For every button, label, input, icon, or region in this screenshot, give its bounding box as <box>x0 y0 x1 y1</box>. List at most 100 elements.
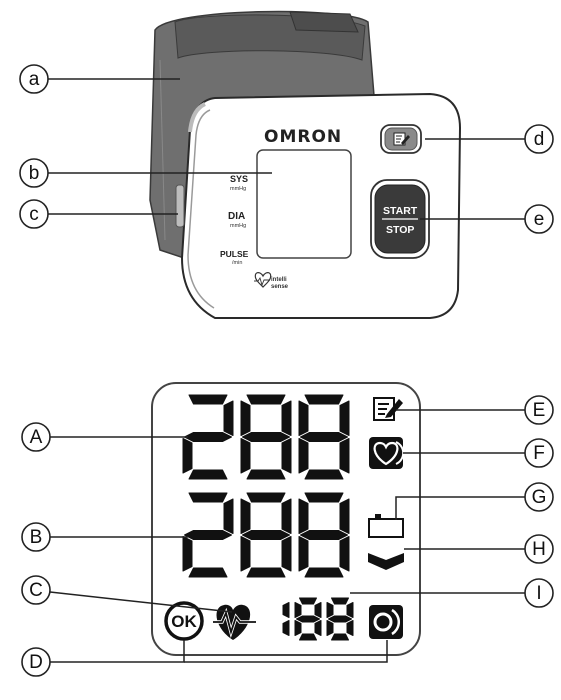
segment-c <box>339 536 350 572</box>
svg-text:D: D <box>29 652 43 673</box>
logo-line2: sense <box>271 284 289 290</box>
device-callouts <box>48 78 525 220</box>
memory-button[interactable] <box>380 124 422 154</box>
segment-d <box>188 567 228 578</box>
callout-B: B <box>21 522 51 552</box>
segment-b <box>339 400 350 436</box>
segment-g <box>184 432 232 442</box>
systolic-digits <box>182 394 350 480</box>
callout-e: e <box>524 204 554 234</box>
device-lcd-window <box>256 149 352 259</box>
intellisense-logo: intelli sense <box>254 272 289 290</box>
callout-d: d <box>524 124 554 154</box>
svg-text:a: a <box>29 69 40 90</box>
irregular-heartbeat-icon <box>369 437 405 469</box>
callout-H: H <box>524 534 554 564</box>
diastolic-digit-2 <box>240 492 292 578</box>
pulse-digits <box>282 597 354 641</box>
dia-label: DIA <box>228 211 245 222</box>
sys-unit: mmHg <box>230 186 246 192</box>
callout-E: E <box>524 395 554 425</box>
callout-c: c <box>19 199 49 229</box>
segment-f <box>326 602 334 618</box>
segment-g <box>328 615 352 623</box>
segment-a <box>304 394 344 405</box>
segment-f <box>298 400 309 436</box>
pulse-digit-1 <box>282 602 290 636</box>
callout-F: F <box>524 438 554 468</box>
segment-b <box>346 602 354 618</box>
segment-b <box>223 400 234 436</box>
callout-C: C <box>21 575 51 605</box>
callout-b: b <box>19 158 49 188</box>
segment-c <box>314 620 322 636</box>
callout-G: G <box>524 482 554 512</box>
segment-g <box>296 615 320 623</box>
segment-c <box>281 536 292 572</box>
device-illustration: OMRON SYS mmHg DIA mmHg PULSE /min intel… <box>149 10 462 319</box>
segment-e <box>182 438 193 474</box>
svg-text:e: e <box>534 209 545 230</box>
brand-logo: OMRON <box>264 127 342 147</box>
svg-text:C: C <box>29 580 43 601</box>
segment-d <box>299 633 317 641</box>
pulse-digit-3 <box>326 597 354 641</box>
diastolic-digit-1 <box>182 492 234 578</box>
segment-d <box>246 567 286 578</box>
memory-icon <box>373 397 403 421</box>
segment-b <box>281 400 292 436</box>
svg-text:H: H <box>532 539 546 560</box>
segment-c <box>346 620 354 636</box>
pulse-digit-2 <box>294 597 322 641</box>
cuff-wrap-icon <box>369 605 403 639</box>
callout-A: A <box>21 422 51 452</box>
segment-a <box>304 492 344 503</box>
segment-e <box>182 536 193 572</box>
svg-text:B: B <box>30 527 43 548</box>
diastolic-digit-3 <box>298 492 350 578</box>
svg-text:d: d <box>534 129 545 150</box>
sys-label: SYS <box>230 174 248 184</box>
segment-g <box>242 432 290 442</box>
start-stop-button[interactable]: START STOP <box>370 179 430 259</box>
segment-d <box>304 567 344 578</box>
segment-e <box>326 620 334 636</box>
segment-e <box>294 620 302 636</box>
logo-line1: intelli <box>271 277 287 283</box>
svg-text:OK: OK <box>171 612 197 631</box>
wrist-position-arrow-icon <box>368 553 404 570</box>
segment-e <box>298 536 309 572</box>
segment-a <box>188 394 228 405</box>
lcd-display: OK <box>151 382 421 656</box>
segment-b <box>339 498 350 534</box>
segment-e <box>240 438 251 474</box>
segment-d <box>304 469 344 480</box>
diastolic-digits <box>182 492 350 578</box>
segment-f <box>298 498 309 534</box>
callout-a: a <box>19 64 49 94</box>
segment-b <box>282 602 290 618</box>
stop-label: STOP <box>386 224 414 236</box>
segment-e <box>298 438 309 474</box>
svg-text:I: I <box>536 583 541 604</box>
svg-text:b: b <box>29 163 40 184</box>
segment-f <box>294 602 302 618</box>
segment-c <box>282 620 290 636</box>
segment-g <box>242 530 290 540</box>
pulse-label: PULSE <box>220 249 249 259</box>
pulse-unit: /min <box>232 260 242 266</box>
svg-text:F: F <box>533 443 545 464</box>
svg-text:c: c <box>29 204 39 225</box>
segment-e <box>240 536 251 572</box>
systolic-digit-1 <box>182 394 234 480</box>
segment-a <box>246 394 286 405</box>
segment-f <box>240 400 251 436</box>
segment-b <box>314 602 322 618</box>
segment-d <box>331 633 349 641</box>
segment-f <box>240 498 251 534</box>
systolic-digit-2 <box>240 394 292 480</box>
segment-a <box>331 597 349 605</box>
callout-I: I <box>524 578 554 608</box>
segment-g <box>184 530 232 540</box>
